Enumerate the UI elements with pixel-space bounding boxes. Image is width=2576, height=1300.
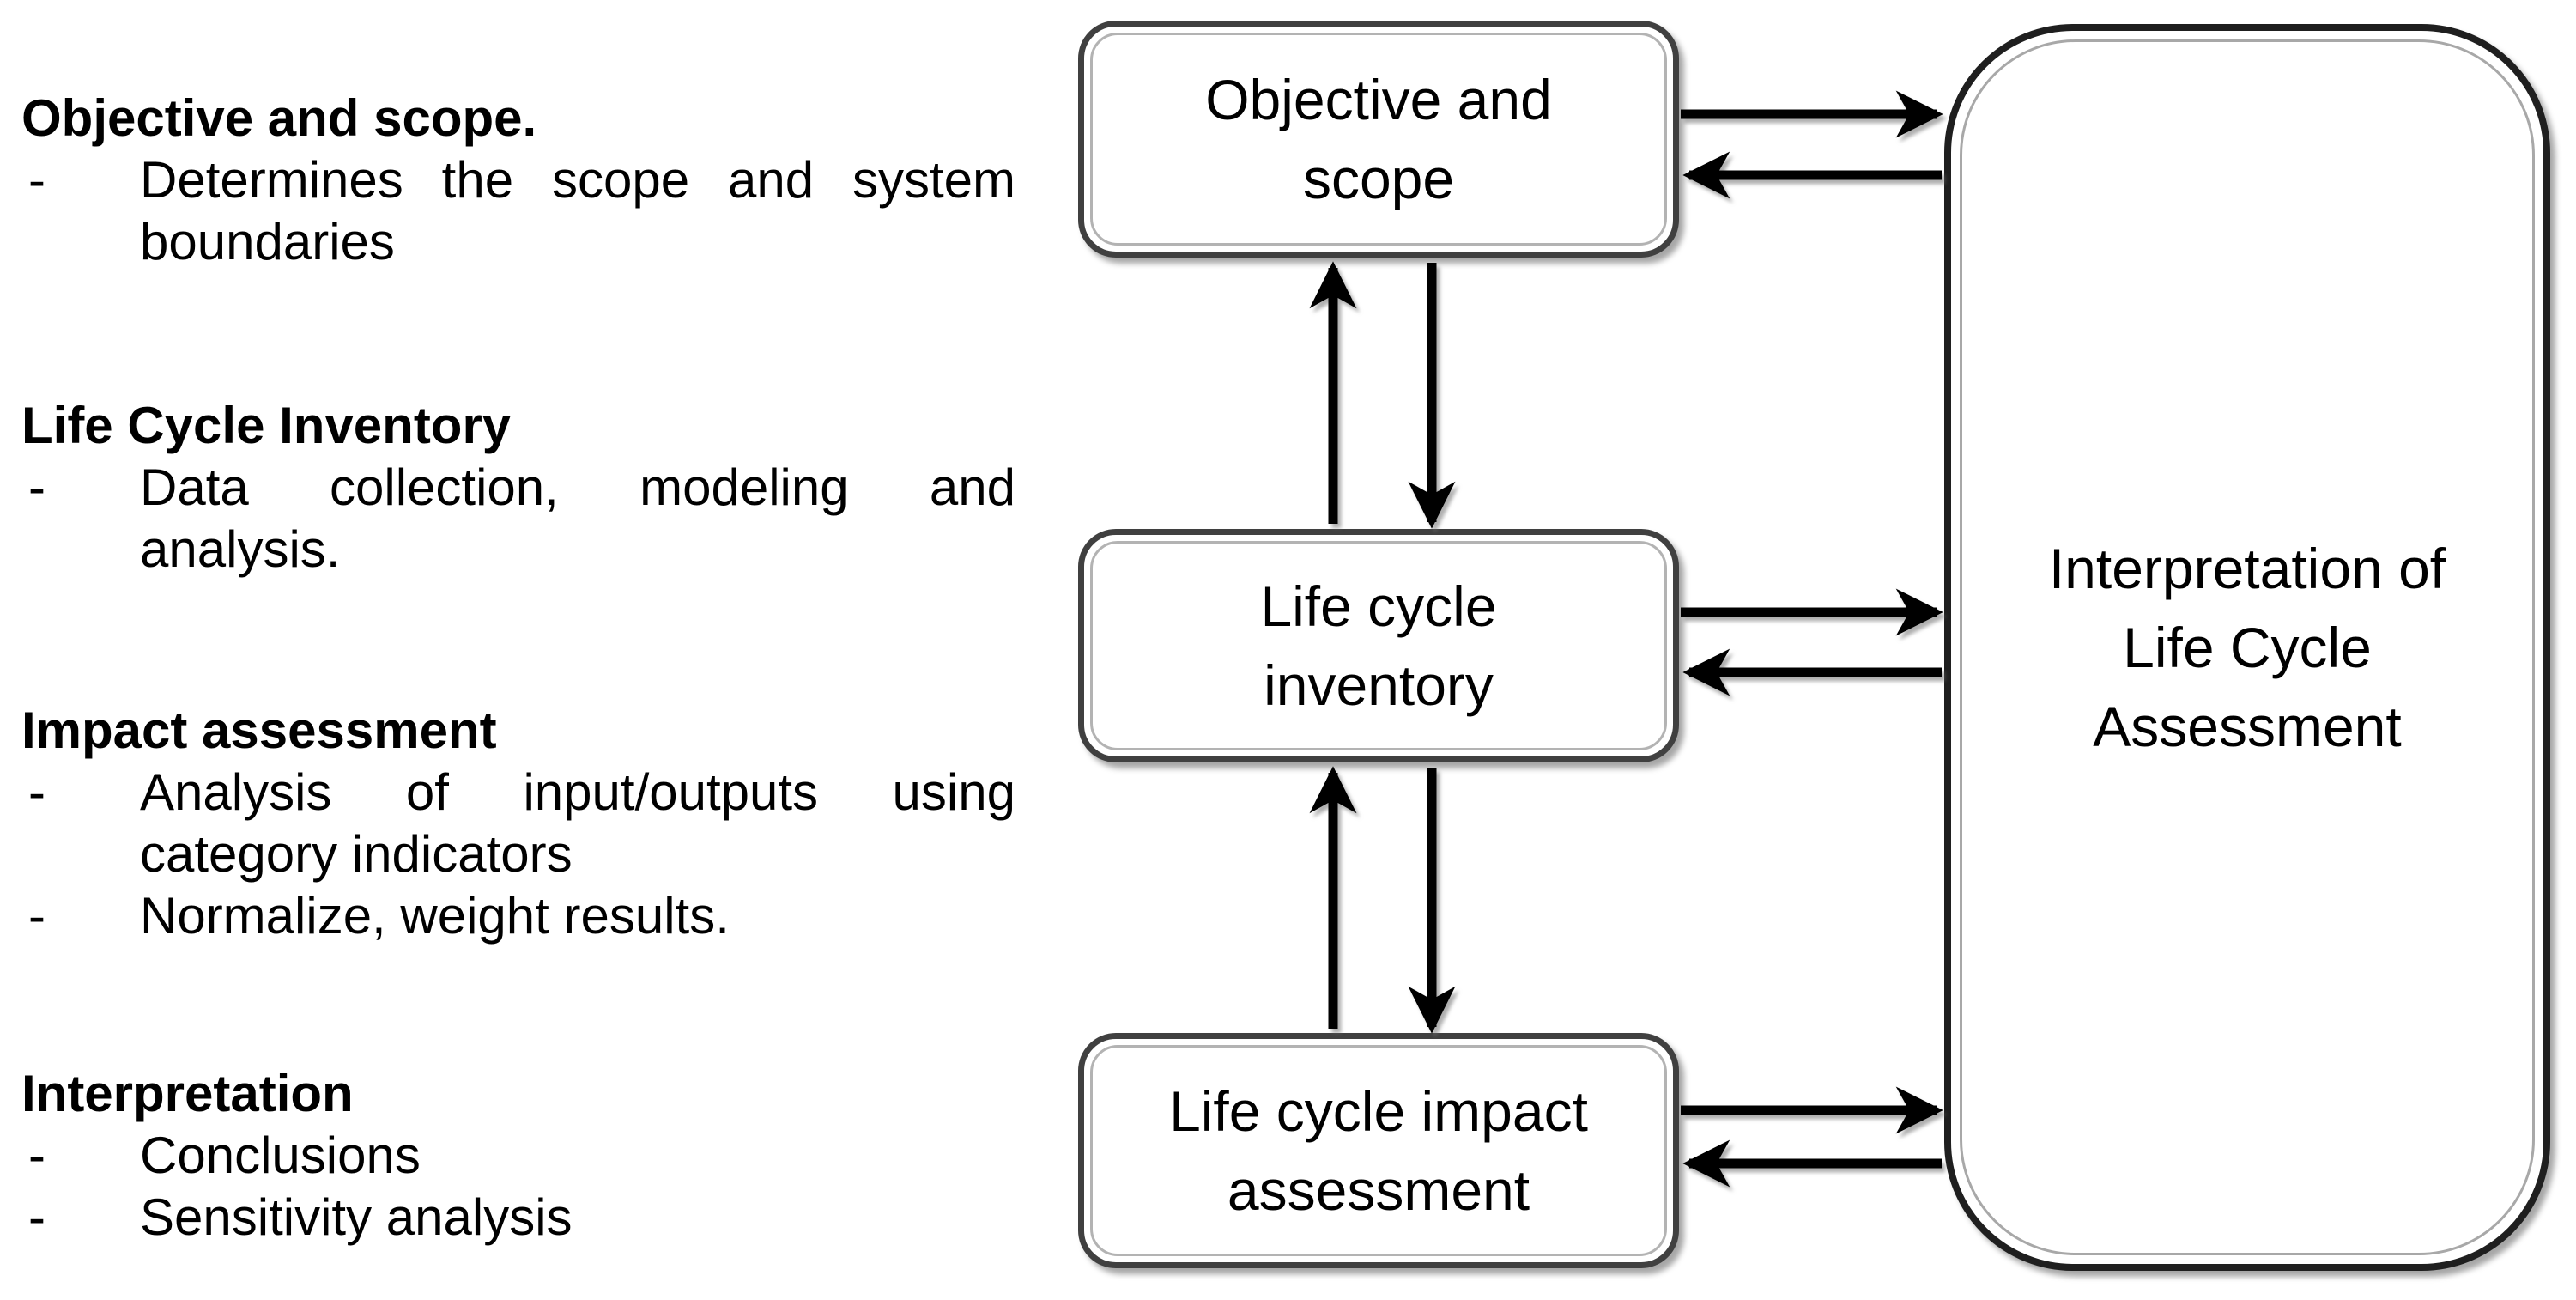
section-objective-and-scope: Objective and scope. - Determines the sc… bbox=[21, 88, 1015, 273]
bullet-line: - Normalize, weight results. bbox=[21, 885, 1015, 947]
bullet-dash: - bbox=[28, 763, 45, 821]
box-label-line: Life cycle impact bbox=[1169, 1079, 1588, 1143]
bullet-line-continuation: analysis. bbox=[21, 519, 1015, 580]
bullet-line-continuation: category indicators bbox=[21, 823, 1015, 885]
bullet-text: category indicators bbox=[140, 825, 573, 883]
bullet-text: analysis. bbox=[140, 520, 341, 578]
box-label-line: Life Cycle bbox=[2123, 616, 2372, 679]
bullet-text: Sensitivity analysis bbox=[140, 1188, 573, 1246]
bullet-text: Normalize, weight results. bbox=[140, 887, 730, 945]
life-cycle-inventory-box: Life cycle inventory bbox=[1078, 529, 1679, 762]
section-life-cycle-inventory: Life Cycle Inventory - Data collection, … bbox=[21, 395, 1015, 580]
bullet-dash: - bbox=[28, 459, 45, 516]
bullet-line: - Data collection, modeling and bbox=[21, 457, 1015, 519]
bullet-text: Analysis of input/outputs using bbox=[140, 763, 1015, 821]
bullet-line: - Sensitivity analysis bbox=[21, 1187, 1015, 1248]
section-heading: Life Cycle Inventory bbox=[21, 397, 512, 454]
objective-and-scope-box: Objective and scope bbox=[1078, 21, 1679, 258]
section-impact-assessment: Impact assessment - Analysis of input/ou… bbox=[21, 700, 1015, 947]
bullet-text: boundaries bbox=[140, 213, 395, 270]
box-label-line: assessment bbox=[1227, 1158, 1530, 1222]
box-label-line: Interpretation of bbox=[2048, 537, 2446, 600]
box-label-line: scope bbox=[1302, 147, 1455, 210]
section-heading: Interpretation bbox=[21, 1065, 354, 1122]
bullet-dash: - bbox=[28, 1127, 45, 1184]
box-label-line: Objective and bbox=[1205, 68, 1552, 131]
bullet-text: Determines the scope and system bbox=[140, 151, 1015, 209]
bullet-text: Data collection, modeling and bbox=[140, 459, 1015, 516]
box-label-line: inventory bbox=[1264, 653, 1494, 717]
section-interpretation: Interpretation - Conclusions - Sensitivi… bbox=[21, 1063, 1015, 1248]
section-heading: Impact assessment bbox=[21, 702, 497, 759]
bullet-dash: - bbox=[28, 887, 45, 945]
box-label-line: Life cycle bbox=[1260, 574, 1497, 638]
bullet-dash: - bbox=[28, 1188, 45, 1246]
bullet-dash: - bbox=[28, 151, 45, 209]
bullet-line: - Determines the scope and system bbox=[21, 149, 1015, 211]
section-heading: Objective and scope. bbox=[21, 89, 537, 147]
box-label-line: Assessment bbox=[2093, 695, 2402, 758]
interpretation-box: Interpretation of Life Cycle Assessment bbox=[1944, 24, 2550, 1271]
bullet-text: Conclusions bbox=[140, 1127, 421, 1184]
bullet-line-continuation: boundaries bbox=[21, 211, 1015, 273]
bullet-line: - Conclusions bbox=[21, 1125, 1015, 1187]
bullet-line: - Analysis of input/outputs using bbox=[21, 762, 1015, 823]
